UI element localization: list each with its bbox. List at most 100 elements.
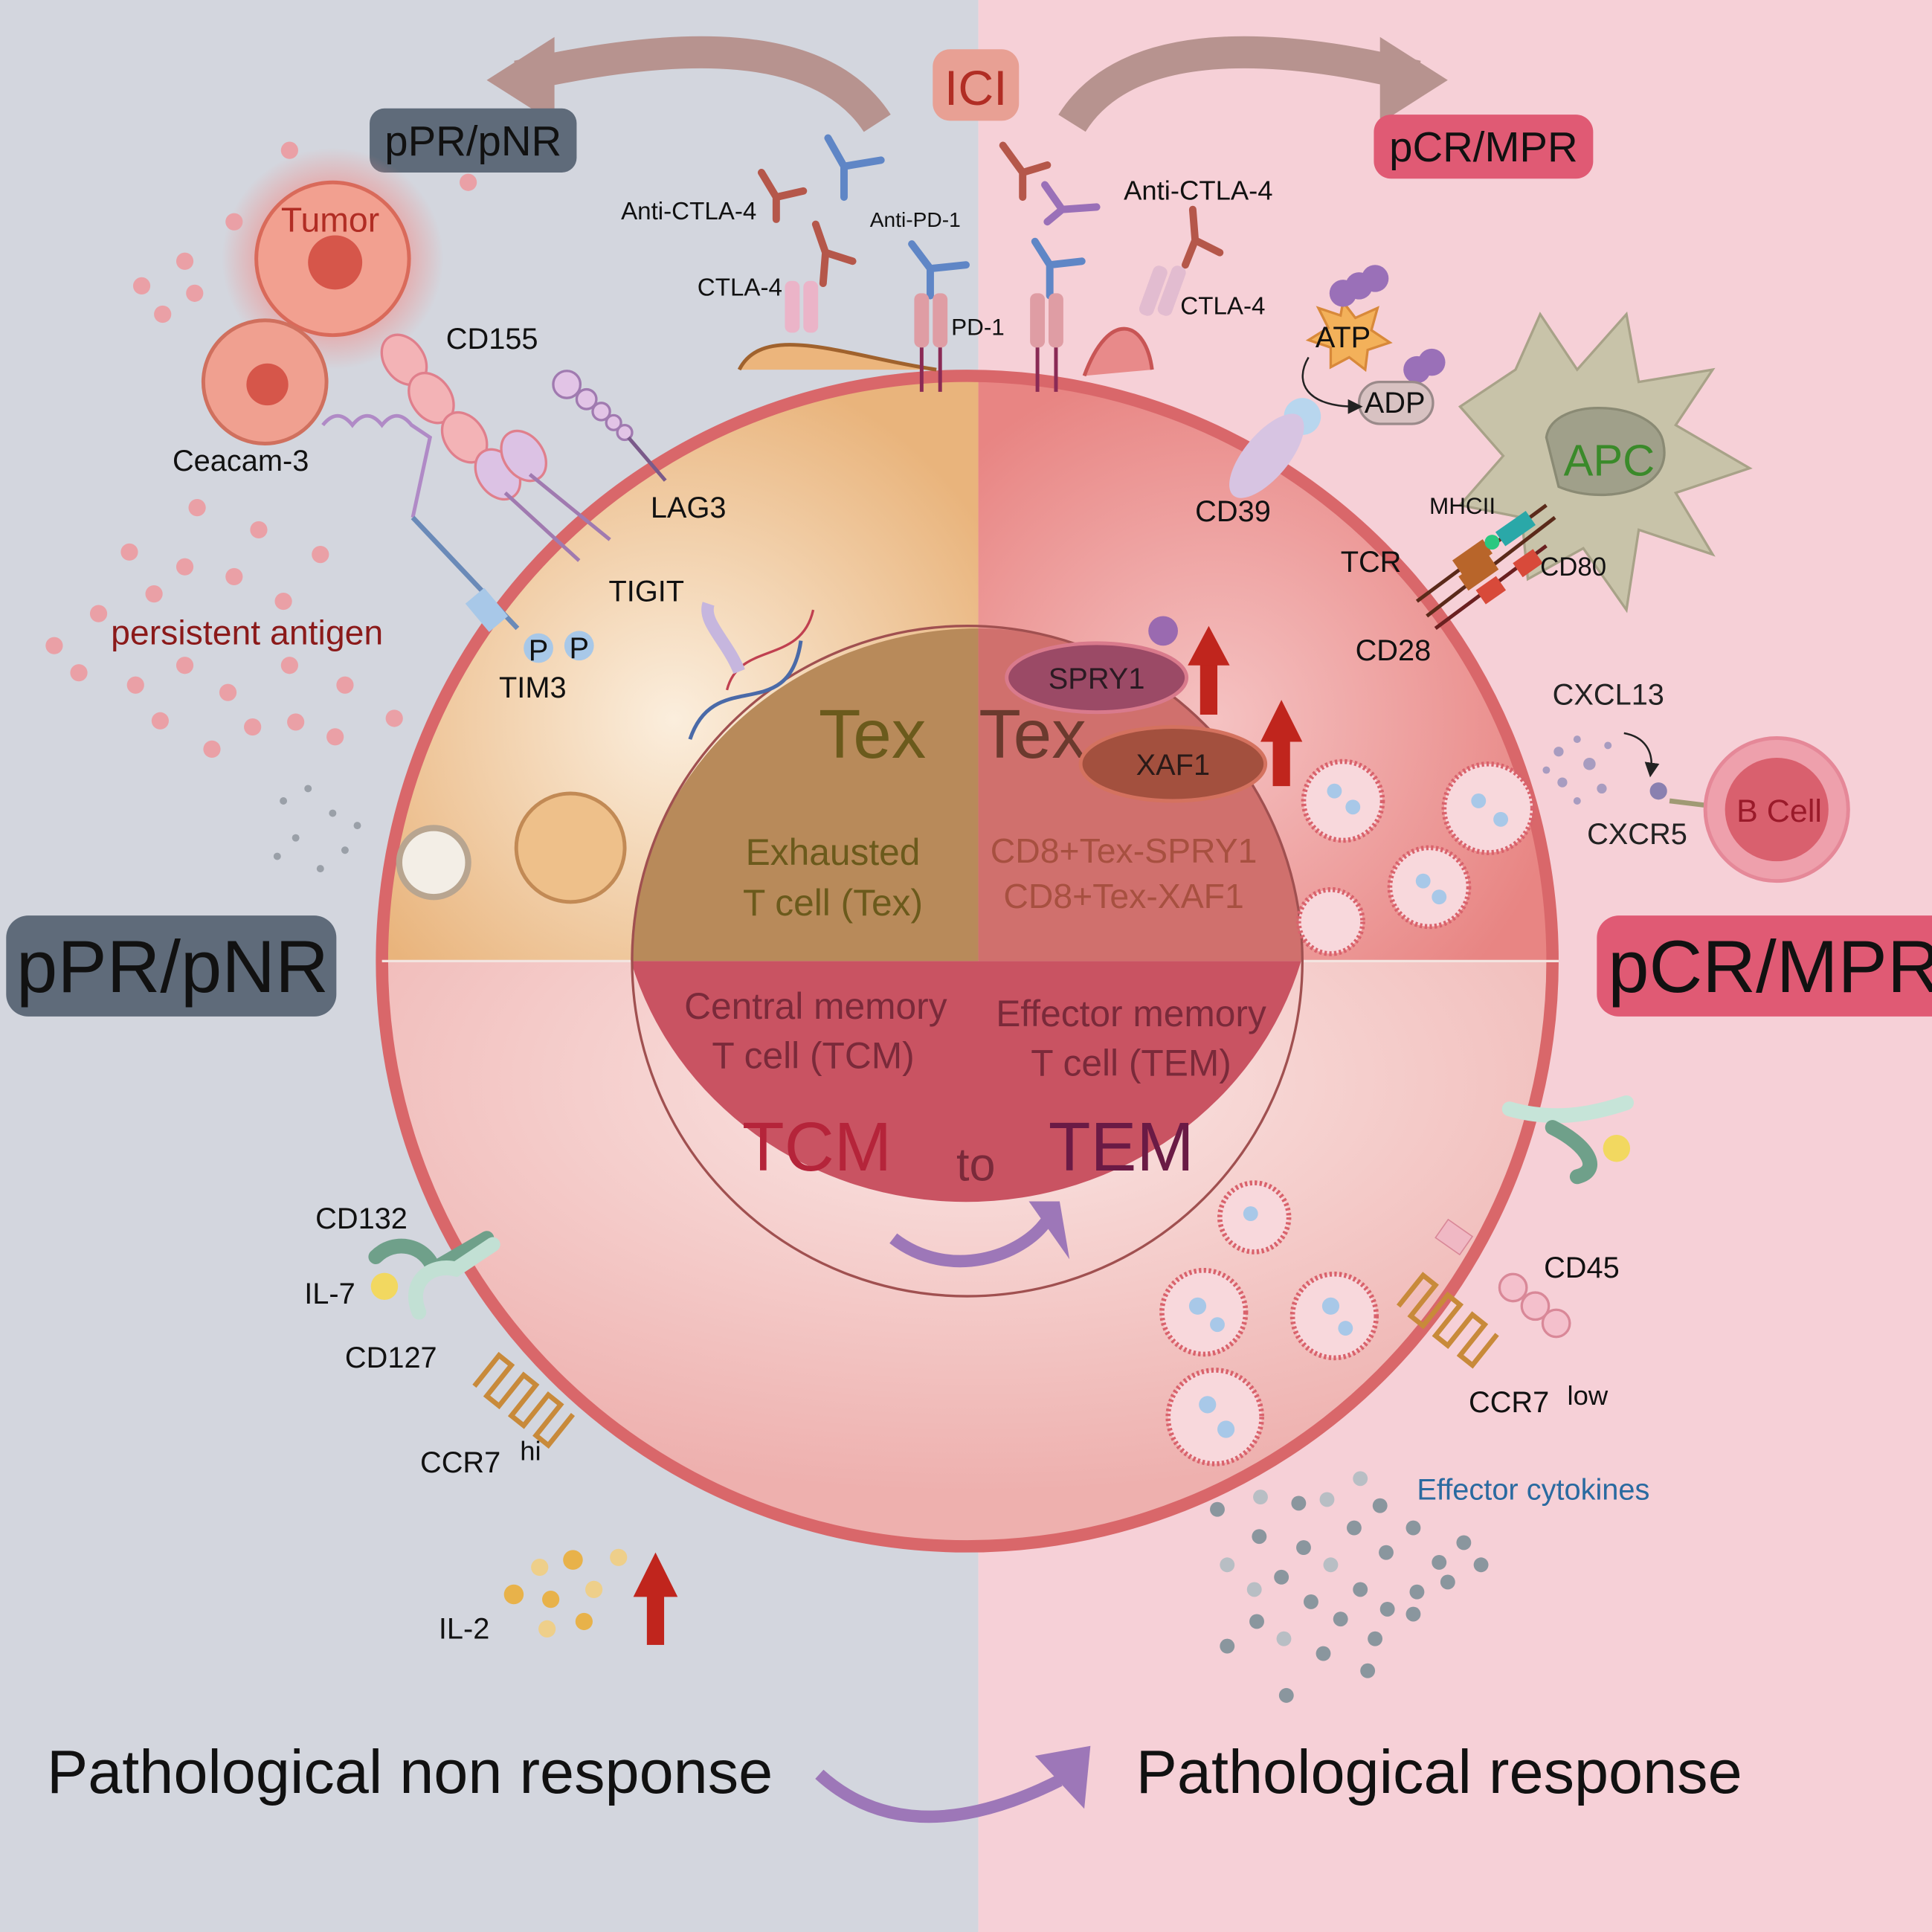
adp-label: ADP <box>1365 387 1426 419</box>
hi-superscript: hi <box>520 1435 541 1466</box>
ccr7-low-label: CCR7 <box>1469 1386 1549 1419</box>
apc-nucleus <box>1545 406 1666 497</box>
spry1-oval <box>1005 641 1189 715</box>
top-right-badge <box>1374 115 1594 179</box>
tcm-label-line2: T cell (TCM) <box>712 1035 914 1077</box>
curved-arrow-left <box>514 36 891 133</box>
pd1-label: PD-1 <box>951 315 1005 341</box>
cd127-receptor <box>408 1237 500 1320</box>
cd155-tigit-chain <box>380 333 547 501</box>
cxcl13-label: CXCL13 <box>1553 679 1664 712</box>
cytokine-receptor <box>1545 1120 1597 1185</box>
anti-ctla4-right-label: Anti-CTLA-4 <box>1124 175 1272 205</box>
arrow-head-icon <box>486 36 555 123</box>
tigit-stalk <box>503 491 581 562</box>
il7-label: IL-7 <box>304 1278 355 1310</box>
cd155-label: CD155 <box>446 323 538 355</box>
atp-label: ATP <box>1316 321 1371 354</box>
left-outcome-badge <box>6 915 337 1017</box>
ctla4-left-label: CTLA-4 <box>698 274 782 302</box>
lysosome <box>514 791 627 904</box>
cd45-chain <box>1498 1272 1571 1339</box>
purple-arrow-icon <box>701 602 745 674</box>
atp-to-adp-arrow <box>1301 356 1363 414</box>
il2-dots <box>503 1548 628 1638</box>
phospho-icon <box>524 633 553 663</box>
il7-ligand <box>370 1272 399 1301</box>
effector-cytokine-dots <box>1210 1471 1489 1703</box>
ccr7-low-receptor <box>1396 1272 1499 1369</box>
b-cell-label: B Cell <box>1736 793 1822 829</box>
tcr-mhc-complex <box>1415 503 1556 631</box>
cd39-label: CD39 <box>1195 495 1271 528</box>
cytokine-ligand <box>1603 1134 1631 1162</box>
low-superscript: low <box>1568 1380 1609 1411</box>
persistent-antigen-label: persistent antigen <box>111 614 383 652</box>
tumor-nucleus <box>246 363 289 406</box>
lag3-stalk <box>627 436 667 482</box>
exhausted-label-line2: T cell (Tex) <box>743 882 923 924</box>
ceacam3-tim3-link <box>321 413 433 518</box>
tem-label-line1: Effector memory <box>996 993 1266 1034</box>
cxcr5-label: CXCR5 <box>1587 818 1687 851</box>
cd45-label: CD45 <box>1544 1252 1620 1284</box>
phospho-label: P <box>529 634 549 667</box>
tcm-to-tem-arrow <box>889 1216 1053 1268</box>
tem-label-line2: T cell (TEM) <box>1031 1042 1231 1083</box>
vesicle <box>396 825 471 901</box>
tim3-receptor <box>465 587 509 632</box>
phospho-label: P <box>569 632 589 665</box>
up-arrow-icon <box>1260 700 1303 787</box>
left-outcome-label: pPR/pNR <box>16 926 329 1008</box>
curved-arrow-right <box>1058 36 1421 132</box>
membrane-protrusion <box>737 343 937 372</box>
ccr7-hi-label: CCR7 <box>420 1446 500 1479</box>
lag3-chain <box>552 370 634 442</box>
antibodies <box>757 134 1224 300</box>
xaf1-label: XAF1 <box>1136 749 1210 782</box>
cxcr5-stalk <box>1669 798 1711 808</box>
tex-left-label: Tex <box>819 695 926 773</box>
granule-dots <box>273 785 361 873</box>
cxcr5-receptor <box>1649 782 1667 800</box>
apc-label: APC <box>1564 436 1655 486</box>
anti-ctla4-left-label: Anti-CTLA-4 <box>621 198 756 225</box>
cd28-label: CD28 <box>1356 634 1432 667</box>
footer-right-label: Pathological response <box>1136 1737 1742 1806</box>
atp-burst-icon <box>1305 298 1393 373</box>
top-left-badge <box>370 108 577 173</box>
tcm-big-label: TCM <box>742 1108 892 1185</box>
ctla4-right-label: CTLA-4 <box>1180 293 1265 321</box>
arrow-head-icon <box>1034 1745 1091 1809</box>
tim3-label: TIM3 <box>499 672 567 704</box>
cxcl13-arrow <box>1623 732 1660 778</box>
subset-spry1-label: CD8+Tex-SPRY1 <box>991 831 1258 870</box>
to-label: to <box>956 1139 996 1191</box>
cytokine-receptor <box>1501 1095 1635 1124</box>
spry1-label: SPRY1 <box>1049 663 1145 695</box>
right-outcome-label: pCR/MPR <box>1608 926 1932 1008</box>
tcr-label: TCR <box>1341 546 1402 579</box>
xaf1-oval <box>1078 725 1268 803</box>
receptors <box>785 265 1186 392</box>
up-arrow-icon <box>1188 625 1230 715</box>
effector-cytokines-label: Effector cytokines <box>1417 1473 1649 1506</box>
mhcii-label: MHCII <box>1429 493 1495 519</box>
ccr7-hi-receptor <box>472 1351 576 1449</box>
ici-label: ICI <box>944 61 1008 116</box>
top-right-badge-label: pCR/MPR <box>1389 123 1578 170</box>
cd127-label: CD127 <box>345 1342 437 1374</box>
b-cell-nucleus <box>1725 757 1829 862</box>
cd45-receptor <box>1434 1218 1474 1256</box>
top-left-badge-label: pPR/pNR <box>384 117 561 164</box>
response-transition-arrow <box>815 1769 1063 1823</box>
cd80-label: CD80 <box>1540 553 1606 582</box>
cxcl13-dots <box>1542 735 1612 805</box>
il2-label: IL-2 <box>439 1613 490 1646</box>
phospho-icon <box>564 631 594 661</box>
anti-pd1-label: Anti-PD-1 <box>870 208 961 231</box>
rna-strand-icon <box>725 609 815 691</box>
exhausted-label-line1: Exhausted <box>746 831 921 873</box>
tem-big-label: TEM <box>1049 1108 1194 1185</box>
